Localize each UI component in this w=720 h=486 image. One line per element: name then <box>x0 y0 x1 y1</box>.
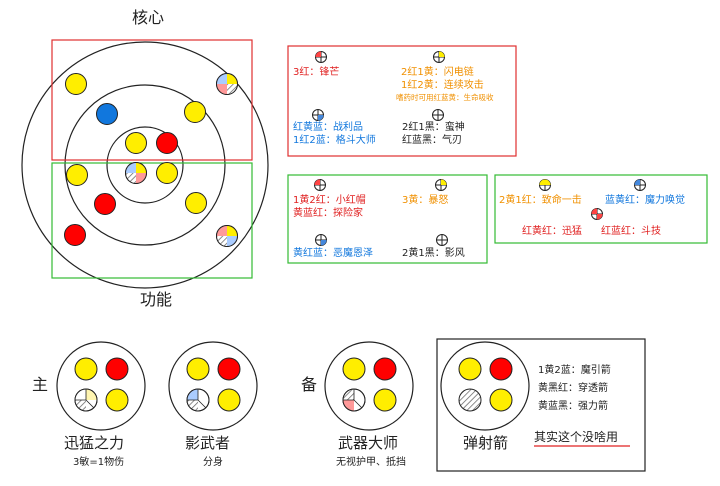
gem-blue <box>96 103 118 125</box>
gem-red <box>94 193 116 215</box>
core-zone-rect <box>51 39 253 161</box>
function-zone-rect <box>51 162 253 279</box>
recipe-text: 红蓝红：斗技 <box>601 224 661 237</box>
recipe-text: 红蓝黑：气刃 <box>402 133 462 146</box>
extra-recipes-box: 2黄1红：致命一击 蓝黄红：魔力唤觉 红黄红：迅猛 红蓝红：斗技 <box>494 174 708 244</box>
recipe-text: 3黄：暴怒 <box>402 193 448 206</box>
gem-yellow <box>186 357 210 381</box>
function-recipes-box: 1黄2红：小红帽 黄蓝红：探险家 3黄：暴怒 黄红蓝：恶魔恩泽 2黄1黑：影风 <box>287 174 488 264</box>
gem-yellow <box>489 388 513 412</box>
core-recipes-box: 3红：锋芒 2红1黄：闪电链 1红2黄：连续攻击 嗜药时可用红蓝黄：生命吸收 红… <box>287 45 517 157</box>
recipe-text: 1红2蓝：格斗大师 <box>293 133 376 146</box>
gem-yellow <box>66 164 88 186</box>
socket-icon <box>314 179 326 191</box>
socket-icon <box>436 234 448 246</box>
recipe-text: 蓝黄红：魔力唤觉 <box>605 193 685 206</box>
gem-mixed <box>216 225 238 247</box>
recipe-text: 黄蓝红：探险家 <box>293 206 363 219</box>
gem-mixed <box>342 388 366 412</box>
set-name: 影武者 <box>185 434 230 452</box>
gem-yellow <box>185 192 207 214</box>
recipe-text: 1红2黄：连续攻击 <box>401 78 484 91</box>
gem-yellow <box>217 388 241 412</box>
gem-set-1: 迅猛之力 3敏=1物伤 <box>56 341 146 468</box>
recipe-text: 3红：锋芒 <box>293 65 339 78</box>
outer-ring <box>21 41 269 289</box>
socket-icon <box>435 179 447 191</box>
socket-icon <box>315 234 327 246</box>
gem-mixed <box>74 388 98 412</box>
core-label: 核心 <box>132 8 164 27</box>
gem-set-3: 武器大师 无视护甲、抵挡 <box>324 341 414 468</box>
gem-yellow <box>458 357 482 381</box>
gem-yellow <box>105 388 129 412</box>
set-name: 武器大师 <box>338 434 398 452</box>
gem-mixed <box>125 162 147 184</box>
socket-icon <box>432 109 444 121</box>
backup-label: 备 <box>301 375 317 394</box>
recipe-text: 2黄1红：致命一击 <box>499 193 582 206</box>
recipe-text: 黄黑红：穿透箭 <box>538 381 608 394</box>
gem-yellow <box>65 73 87 95</box>
recipe-text: 2红1黑：蛮神 <box>402 120 465 133</box>
gem-yellow <box>184 101 206 123</box>
recipe-text: 黄蓝黑：强力箭 <box>538 399 608 412</box>
set-name: 迅猛之力 <box>64 434 124 452</box>
gem-black <box>458 388 482 412</box>
gem-red <box>156 132 178 154</box>
recipe-text: 1黄2蓝：魔引箭 <box>538 363 611 376</box>
target-diagram: 核心 功能 <box>21 8 269 309</box>
gem-red <box>489 357 513 381</box>
gem-mixed <box>216 73 238 95</box>
main-label: 主 <box>32 375 48 394</box>
socket-icon <box>315 51 327 63</box>
gem-yellow <box>342 357 366 381</box>
gem-yellow <box>156 162 178 184</box>
note-text: 其实这个没啥用 <box>534 429 618 444</box>
gem-yellow <box>373 388 397 412</box>
socket-icon <box>634 179 646 191</box>
socket-icon <box>433 51 445 63</box>
middle-ring <box>64 84 226 246</box>
gem-yellow <box>74 357 98 381</box>
gem-yellow <box>125 132 147 154</box>
recipe-text: 黄红蓝：恶魔恩泽 <box>293 246 373 259</box>
set-sub: 分身 <box>203 455 223 468</box>
recipe-note: 嗜药时可用红蓝黄：生命吸收 <box>396 92 494 102</box>
set-sub: 无视护甲、抵挡 <box>336 455 406 468</box>
set-name: 弹射箭 <box>463 434 508 452</box>
inner-ring <box>106 126 184 204</box>
gem-set-4: 弹射箭 1黄2蓝：魔引箭 黄黑红：穿透箭 黄蓝黑：强力箭 其实这个没啥用 <box>436 338 646 472</box>
gem-set-2: 影武者 分身 <box>168 341 258 468</box>
recipe-text: 2黄1黑：影风 <box>402 246 465 259</box>
gem-red <box>105 357 129 381</box>
recipe-text: 红黄红：迅猛 <box>522 224 582 237</box>
gem-mixed <box>186 388 210 412</box>
recipe-text: 红黄蓝：战利品 <box>293 120 363 133</box>
function-label: 功能 <box>140 290 172 309</box>
gem-red <box>64 224 86 246</box>
socket-icon <box>591 208 603 220</box>
gem-red <box>373 357 397 381</box>
recipe-text: 2红1黄：闪电链 <box>401 65 474 78</box>
gem-red <box>217 357 241 381</box>
socket-icon <box>312 109 324 121</box>
socket-icon <box>539 179 551 191</box>
set-sub: 3敏=1物伤 <box>73 455 124 468</box>
recipe-text: 1黄2红：小红帽 <box>293 193 366 206</box>
